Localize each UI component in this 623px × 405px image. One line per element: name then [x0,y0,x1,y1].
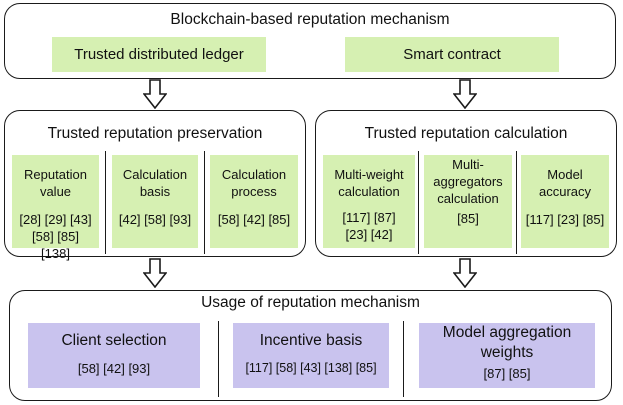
reputation-calculation-box: Trusted reputation calculation Multi-wei… [315,110,617,257]
column-divider [218,321,219,397]
blockchain-mechanism-title: Blockchain-based reputation mechanism [170,11,450,28]
calculation-process-cell: Calculation process [58] [42] [85] [210,155,298,248]
cell-refs: [28] [29] [43] [58] [85] [138] [19,212,92,261]
reputation-usage-box: Usage of reputation mechanism Client sel… [9,290,612,401]
cell-refs: [117] [58] [43] [138] [85] [245,361,377,375]
cell-refs: [58] [42] [85] [217,212,291,227]
down-arrow-icon [143,79,167,109]
column-divider [418,151,419,254]
cell-name: Calculation basis [122,167,188,199]
reputation-value-cell: Reputation value [28] [29] [43] [58] [85… [12,155,99,261]
reputation-preservation-box: Trusted reputation preservation Reputati… [4,110,306,261]
blockchain-mechanism-box: Blockchain-based reputation mechanism Tr… [4,3,616,79]
trusted-ledger-cell: Trusted distributed ledger [52,37,266,72]
column-divider [516,151,517,254]
model-aggregation-weights-cell: Model aggregation weights [87] [85] [419,323,595,388]
down-arrow-icon [143,258,167,288]
cell-refs: [85] [457,211,479,226]
client-selection-cell: Client selection [58] [42] [93] [28,323,200,388]
trusted-ledger-label: Trusted distributed ledger [74,46,244,63]
cell-refs: [42] [58] [93] [118,212,192,227]
cell-name: Incentive basis [259,332,363,349]
column-divider [403,321,404,397]
cell-name: Client selection [61,332,167,349]
model-accuracy-cell: Model accuracy [117] [23] [85] [521,155,609,248]
cell-name: Multi-aggregators calculation [433,157,503,206]
reputation-calculation-title: Trusted reputation calculation [364,125,568,142]
smart-contract-cell: Smart contract [345,37,559,72]
multi-aggregators-cell: Multi-aggregators calculation [85] [424,155,512,248]
cell-name: Calculation process [221,167,287,199]
reputation-preservation-title: Trusted reputation preservation [47,125,263,142]
reputation-usage-title: Usage of reputation mechanism [201,294,420,311]
cell-refs: [117] [23] [85] [525,212,605,227]
cell-refs: [87] [85] [483,366,531,381]
incentive-basis-cell: Incentive basis [117] [58] [43] [138] [8… [233,323,389,388]
cell-name: Multi-weight calculation [334,167,404,199]
down-arrow-icon [453,258,477,288]
cell-name: Model accuracy [538,167,592,199]
column-divider [204,151,205,254]
cell-name: Model aggregation weights [442,324,572,361]
smart-contract-label: Smart contract [403,46,501,63]
cell-name: Reputation value [24,167,87,199]
calculation-basis-cell: Calculation basis [42] [58] [93] [112,155,198,248]
cell-refs: [58] [42] [93] [77,361,151,376]
cell-refs: [117] [87] [23] [42] [342,210,396,242]
column-divider [105,151,106,254]
down-arrow-icon [453,79,477,109]
multi-weight-cell: Multi-weight calculation [117] [87] [23]… [323,155,415,248]
